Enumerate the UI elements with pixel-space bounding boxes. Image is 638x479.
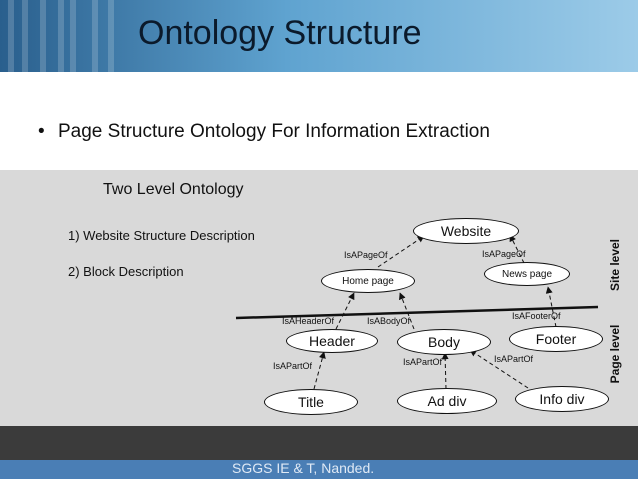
site-level-label: Site level xyxy=(608,238,622,292)
edge-header-home xyxy=(335,292,355,330)
edge-title-header xyxy=(313,351,326,390)
bullet-text: Page Structure Ontology For Information … xyxy=(58,121,490,142)
footer-strip xyxy=(0,460,638,479)
edge-infodiv-body xyxy=(469,349,529,389)
diagram-subtitle: Two Level Ontology xyxy=(103,181,244,198)
diagram-panel xyxy=(0,170,638,426)
edge-footer-news xyxy=(545,286,557,328)
page-level-label: Page level xyxy=(608,324,622,384)
node-home-page: Home page xyxy=(321,269,415,293)
relation-home-website: IsAPageOf xyxy=(344,250,388,260)
node-website: Website xyxy=(413,218,519,244)
relation-infodiv-body: IsAPartOf xyxy=(494,354,534,364)
node-header: Header xyxy=(286,329,378,353)
footer-text: SGGS IE & T, Nanded. xyxy=(232,460,375,476)
edge-news-website xyxy=(509,234,525,264)
bullet-point: • Page Structure Ontology For Information… xyxy=(38,121,490,143)
node-ad-div: Ad div xyxy=(397,388,497,414)
relation-title-header: IsAPartOf xyxy=(273,361,313,371)
relation-news-website: IsAPageOf xyxy=(482,249,526,259)
slide-title: Ontology Structure xyxy=(138,14,422,52)
level-divider xyxy=(235,305,599,320)
relation-header-home: IsAHeaderOf xyxy=(282,316,335,326)
node-info-div: Info div xyxy=(515,386,609,412)
relation-body-home: IsABodyOf xyxy=(367,316,411,326)
node-body: Body xyxy=(397,329,491,355)
node-footer: Footer xyxy=(509,326,603,352)
edge-home-website xyxy=(377,235,425,268)
node-news-page: News page xyxy=(484,262,570,286)
edge-addiv-body xyxy=(441,352,449,390)
relation-footer-news: IsAFooterOf xyxy=(512,311,561,321)
title-bar: Ontology Structure xyxy=(0,0,638,72)
relation-addiv-body: IsAPartOf xyxy=(403,357,443,367)
description-item-2: 2) Block Description xyxy=(68,264,184,279)
node-title: Title xyxy=(264,389,358,415)
bullet-icon: • xyxy=(38,121,45,142)
footer-bar xyxy=(0,426,638,460)
description-item-1: 1) Website Structure Description xyxy=(68,228,255,243)
